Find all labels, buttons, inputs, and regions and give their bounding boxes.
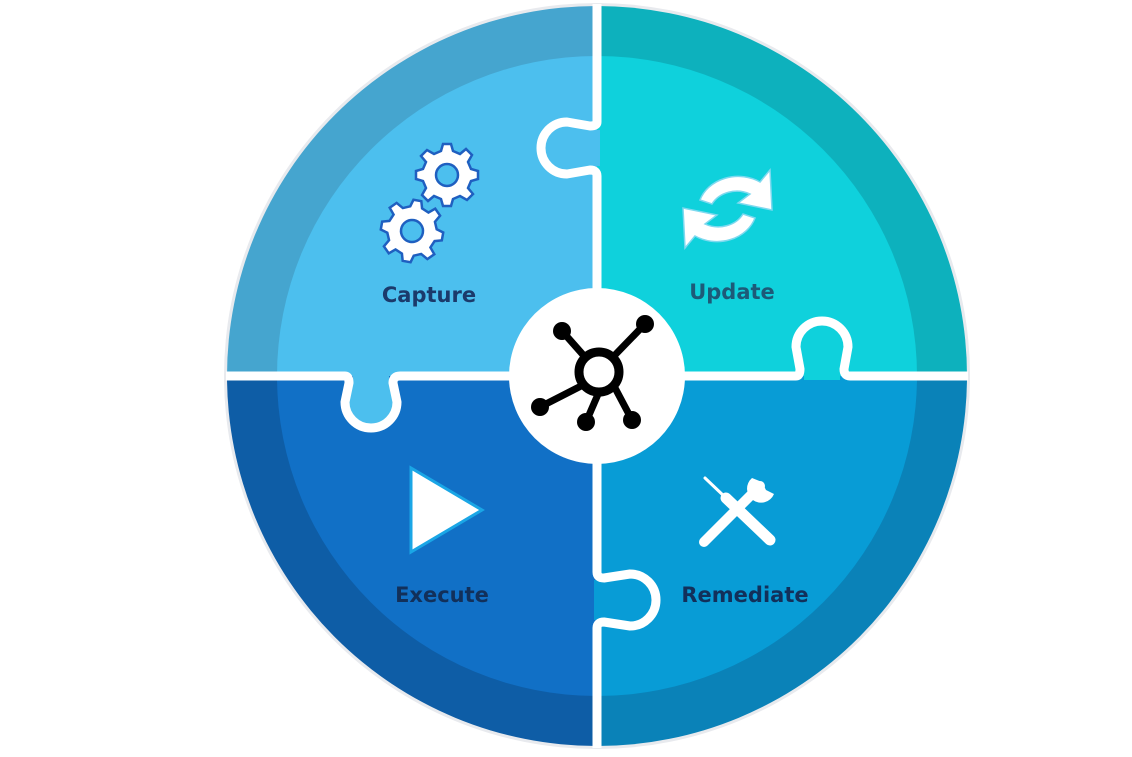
quadrant-update bbox=[597, 6, 967, 376]
update-inner-area bbox=[597, 56, 917, 376]
remediate-inner-area bbox=[597, 376, 917, 696]
screwdriver-wrench-icon bbox=[699, 476, 776, 547]
remediate-label: Remediate bbox=[681, 583, 808, 607]
execute-label: Execute bbox=[395, 583, 489, 607]
quadrant-remediate bbox=[597, 376, 967, 746]
capture-label: Capture bbox=[382, 283, 476, 307]
hub-circle bbox=[509, 288, 685, 464]
puzzle-seams bbox=[226, 4, 968, 748]
play-icon bbox=[409, 465, 485, 555]
network-hub-icon bbox=[531, 315, 654, 431]
refresh-icon bbox=[682, 168, 773, 250]
gears-icon bbox=[379, 142, 480, 264]
update-label: Update bbox=[689, 280, 775, 304]
